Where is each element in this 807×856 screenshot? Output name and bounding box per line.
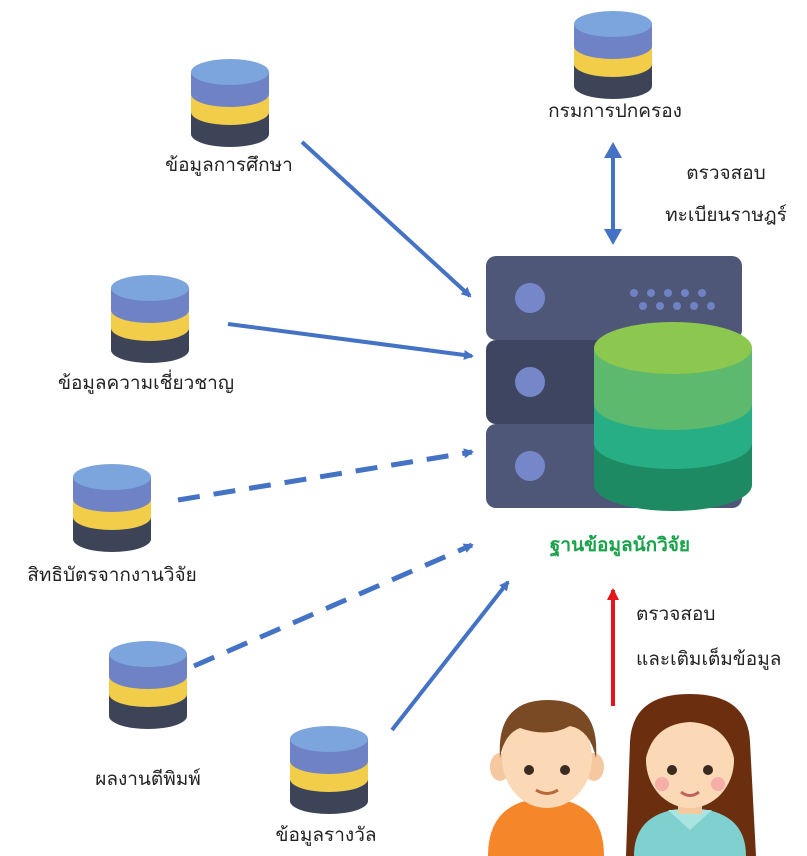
arrow-expertise [227,322,474,360]
database-icon-patents [73,464,151,552]
arrow-education [300,140,472,298]
researcher-database-icon [594,322,752,511]
registry-check-line1: ตรวจสอบ [686,162,766,184]
database-icon-expertise [111,275,189,363]
user-verify-line2: และเติมเต็มข้อมูล [636,648,782,670]
boy-avatar [488,700,604,856]
arrow-awards [390,580,510,732]
arrow-registry-bidirectional [604,142,622,245]
publications-label: ผลงานตีพิมพ์ [95,768,201,790]
expertise-label: ข้อมูลความเชี่ยวชาญ [57,372,235,394]
registry-check-line2: ทะเบียนราษฎร์ [665,204,787,226]
researcher-database-title: ฐานข้อมูลนักวิจัย [549,534,691,556]
girl-avatar [626,694,756,856]
arrow-patents [177,448,474,503]
registry-label: กรมการปกครอง [548,100,682,122]
database-icon-awards [290,726,368,814]
patents-label: สิทธิบัตรจากงานวิจัย [27,564,197,586]
arrow-publications [193,542,474,669]
database-icon-education [191,59,269,147]
database-icon-publications [109,641,187,729]
user-verify-line1: ตรวจสอบ [636,603,716,625]
awards-label: ข้อมูลรางวัล [275,824,377,846]
education-label: ข้อมูลการศึกษา [165,154,293,176]
database-icon-registry [574,11,652,99]
